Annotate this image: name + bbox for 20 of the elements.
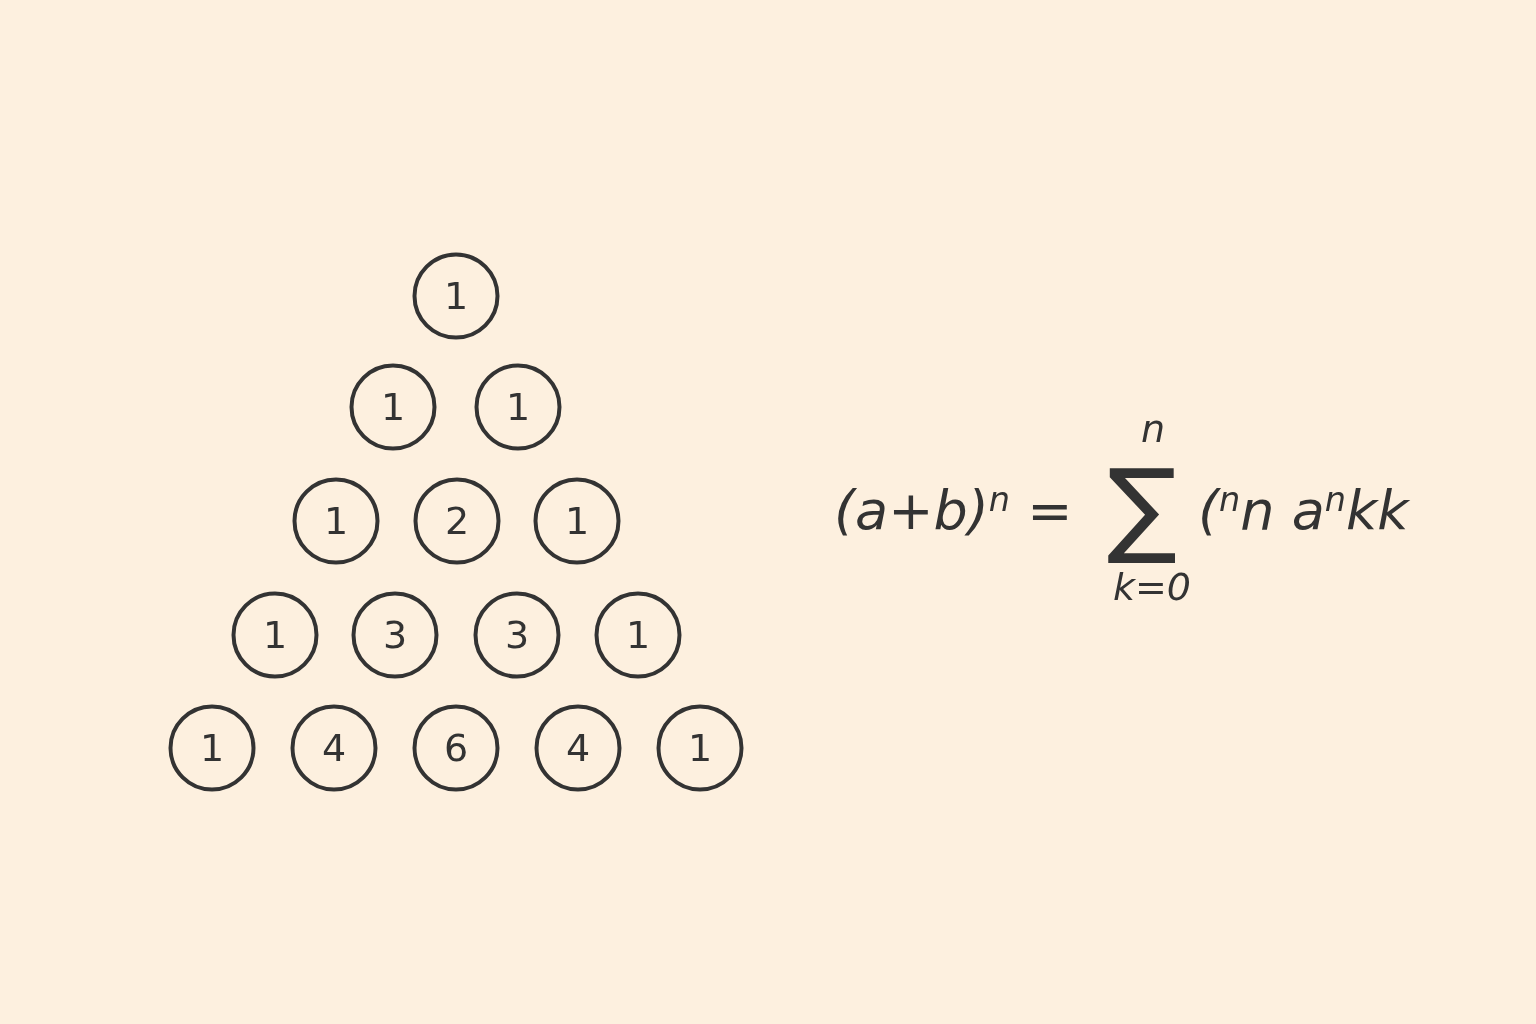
- number-circle: 1: [533, 477, 621, 565]
- number-circle: 1: [168, 704, 256, 792]
- number-circle: 6: [412, 704, 500, 792]
- formula-text: ($^{n}$n a$^{n}$kk: [1198, 484, 1409, 538]
- summation-limit: k=0: [1113, 568, 1192, 606]
- number-circle: 1: [474, 363, 562, 451]
- number-circle: 4: [290, 704, 378, 792]
- summation-limit: n: [1141, 410, 1166, 448]
- number-circle: 1: [231, 591, 319, 679]
- number-circle: 2: [413, 477, 501, 565]
- number-circle: 1: [292, 477, 380, 565]
- number-circle: 3: [473, 591, 561, 679]
- number-circle: 1: [349, 363, 437, 451]
- summation-symbol: ∑: [1107, 450, 1178, 565]
- number-circle: 1: [656, 704, 744, 792]
- number-circle: 3: [351, 591, 439, 679]
- number-circle: 1: [412, 252, 500, 340]
- formula-text: (a+b)$^{n}$ =: [834, 484, 1073, 538]
- number-circle: 1: [594, 591, 682, 679]
- number-circle: 4: [534, 704, 622, 792]
